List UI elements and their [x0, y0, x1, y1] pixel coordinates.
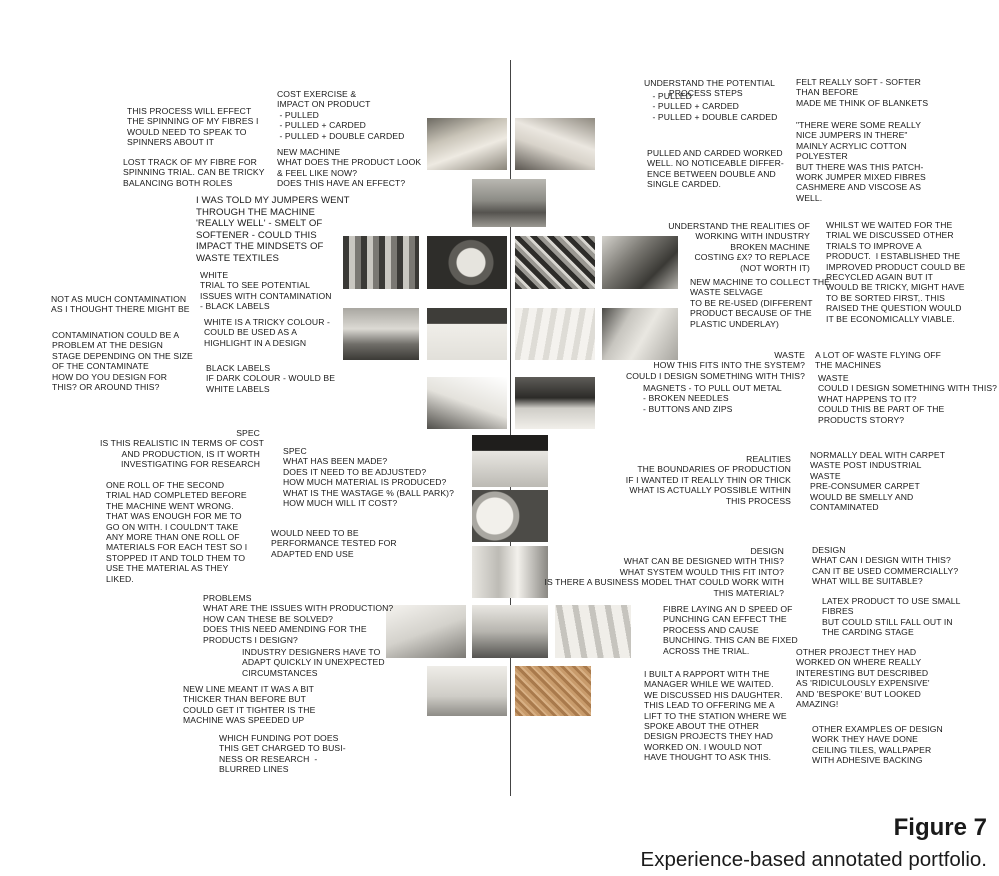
photo-felt-roll	[472, 490, 548, 542]
center-axis-line	[510, 60, 511, 796]
annotation-latex-product: LATEX PRODUCT TO USE SMALL FIBRES BUT CO…	[822, 596, 961, 638]
photo-felt-on-machine	[472, 435, 548, 487]
annotation-process-steps-list: - PULLED - PULLED + CARDED - PULLED + DO…	[652, 91, 778, 122]
annotation-white-trial: WHITE TRIAL TO SEE POTENTIAL ISSUES WITH…	[200, 270, 332, 312]
annotation-black-labels: BLACK LABELS IF DARK COLOUR - WOULD BE W…	[206, 363, 336, 394]
annotation-magnets: MAGNETS - TO PULL OUT METAL - BROKEN NEE…	[643, 383, 782, 414]
annotation-cost-exercise: COST EXERCISE & IMPACT ON PRODUCT - PULL…	[277, 89, 405, 141]
annotation-spec-questions: SPEC WHAT HAS BEEN MADE? DOES IT NEED TO…	[283, 446, 455, 509]
photo-fibre-pile-right	[515, 118, 595, 170]
photo-fibre-pile-left	[427, 118, 507, 170]
annotation-rapport-manager: I BUILT A RAPPORT WITH THE MANAGER WHILE…	[644, 669, 787, 763]
annotation-waste-system: WASTE HOW THIS FITS INTO THE SYSTEM? COU…	[625, 350, 805, 381]
photo-white-fabric	[515, 308, 595, 360]
figure-caption: Experience-based annotated portfolio.	[640, 848, 987, 871]
annotation-whilst-waited: WHILST WE WAITED FOR THE TRIAL WE DISCUS…	[826, 220, 966, 324]
annotation-waste-selvage: NEW MACHINE TO COLLECT THE WASTE SELVAGE…	[690, 277, 830, 329]
annotation-industry-designers: INDUSTRY DESIGNERS HAVE TO ADAPT QUICKLY…	[242, 647, 385, 678]
annotation-white-tricky: WHITE IS A TRICKY COLOUR - COULD BE USED…	[204, 317, 330, 348]
annotation-funding-pot: WHICH FUNDING POT DOES THIS GET CHARGED …	[219, 733, 346, 775]
photo-felt-folds	[555, 605, 631, 658]
photo-machine-drum	[427, 236, 507, 289]
photo-fibre-web-closeup	[427, 377, 507, 429]
photo-cork-tile	[515, 666, 591, 716]
annotation-lost-track: LOST TRACK OF MY FIBRE FOR SPINNING TRIA…	[123, 157, 265, 188]
annotation-problems: PROBLEMS WHAT ARE THE ISSUES WITH PRODUC…	[203, 593, 394, 645]
annotation-not-much-contamination: NOT AS MUCH CONTAMINATION AS I THOUGHT T…	[51, 294, 190, 315]
photo-wrapped-rolls	[472, 546, 548, 598]
annotation-other-examples: OTHER EXAMPLES OF DESIGN WORK THEY HAVE …	[812, 724, 943, 766]
annotation-realities-industry: UNDERSTAND THE REALITIES OF WORKING WITH…	[668, 221, 810, 273]
annotation-other-project: OTHER PROJECT THEY HAD WORKED ON WHERE R…	[796, 647, 930, 710]
photo-white-web	[427, 308, 507, 360]
annotation-pulled-carded: PULLED AND CARDED WORKED WELL. NO NOTICE…	[647, 148, 784, 190]
photo-needle-punch	[515, 377, 595, 429]
annotation-process-steps: UNDERSTAND THE POTENTIAL PROCESS STEPS	[644, 78, 776, 99]
photo-fabric-roll	[602, 308, 678, 360]
annotation-design-commercial: DESIGN WHAT CAN I DESIGN WITH THIS? CAN …	[812, 545, 959, 587]
annotation-carpet-waste: NORMALLY DEAL WITH CARPET WASTE POST IND…	[810, 450, 946, 513]
annotation-one-roll: ONE ROLL OF THE SECOND TRIAL HAD COMPLET…	[106, 480, 248, 584]
figure-label: Figure 7	[893, 814, 987, 841]
annotation-spec-realistic: SPEC IS THIS REALISTIC IN TERMS OF COST …	[100, 428, 264, 470]
annotation-waste-design: WASTE COULD I DESIGN SOMETHING WITH THIS…	[818, 373, 998, 425]
photo-factory-floor	[472, 179, 546, 227]
photo-white-felt-sheet-1	[386, 605, 466, 658]
annotation-fibre-laying: FIBRE LAYING AN D SPEED OF PUNCHING CAN …	[663, 604, 798, 656]
annotation-design-system: DESIGN WHAT CAN BE DESIGNED WITH THIS? W…	[544, 546, 784, 598]
annotation-contamination-problem: CONTAMINATION COULD BE A PROBLEM AT THE …	[52, 330, 193, 393]
photo-felt-sample	[427, 666, 507, 716]
annotation-new-machine: NEW MACHINE WHAT DOES THE PRODUCT LOOK &…	[277, 147, 422, 189]
photo-felt-bunching	[472, 605, 548, 658]
annotation-new-line: NEW LINE MEANT IT WAS A BIT THICKER THAN…	[183, 684, 316, 726]
photo-machine-rollers-1	[343, 236, 419, 289]
annotation-waste-flying: A LOT OF WASTE FLYING OFF THE MACHINES	[815, 350, 942, 371]
annotation-performance-tested: WOULD NEED TO BE PERFORMANCE TESTED FOR …	[271, 528, 397, 559]
photo-production-hall	[343, 308, 419, 360]
annotation-jumpers-smell: I WAS TOLD MY JUMPERS WENT THROUGH THE M…	[196, 195, 350, 264]
annotation-boundaries: REALITIES THE BOUNDARIES OF PRODUCTION I…	[625, 454, 791, 506]
photo-carding-machine	[602, 236, 678, 289]
annotation-spinning-effect: THIS PROCESS WILL EFFECT THE SPINNING OF…	[127, 106, 259, 148]
annotation-nice-jumpers: "THERE WERE SOME REALLY NICE JUMPERS IN …	[796, 120, 926, 203]
photo-machine-interior	[515, 236, 595, 289]
annotation-felt-soft: FELT REALLY SOFT - SOFTER THAN BEFORE MA…	[796, 77, 929, 108]
